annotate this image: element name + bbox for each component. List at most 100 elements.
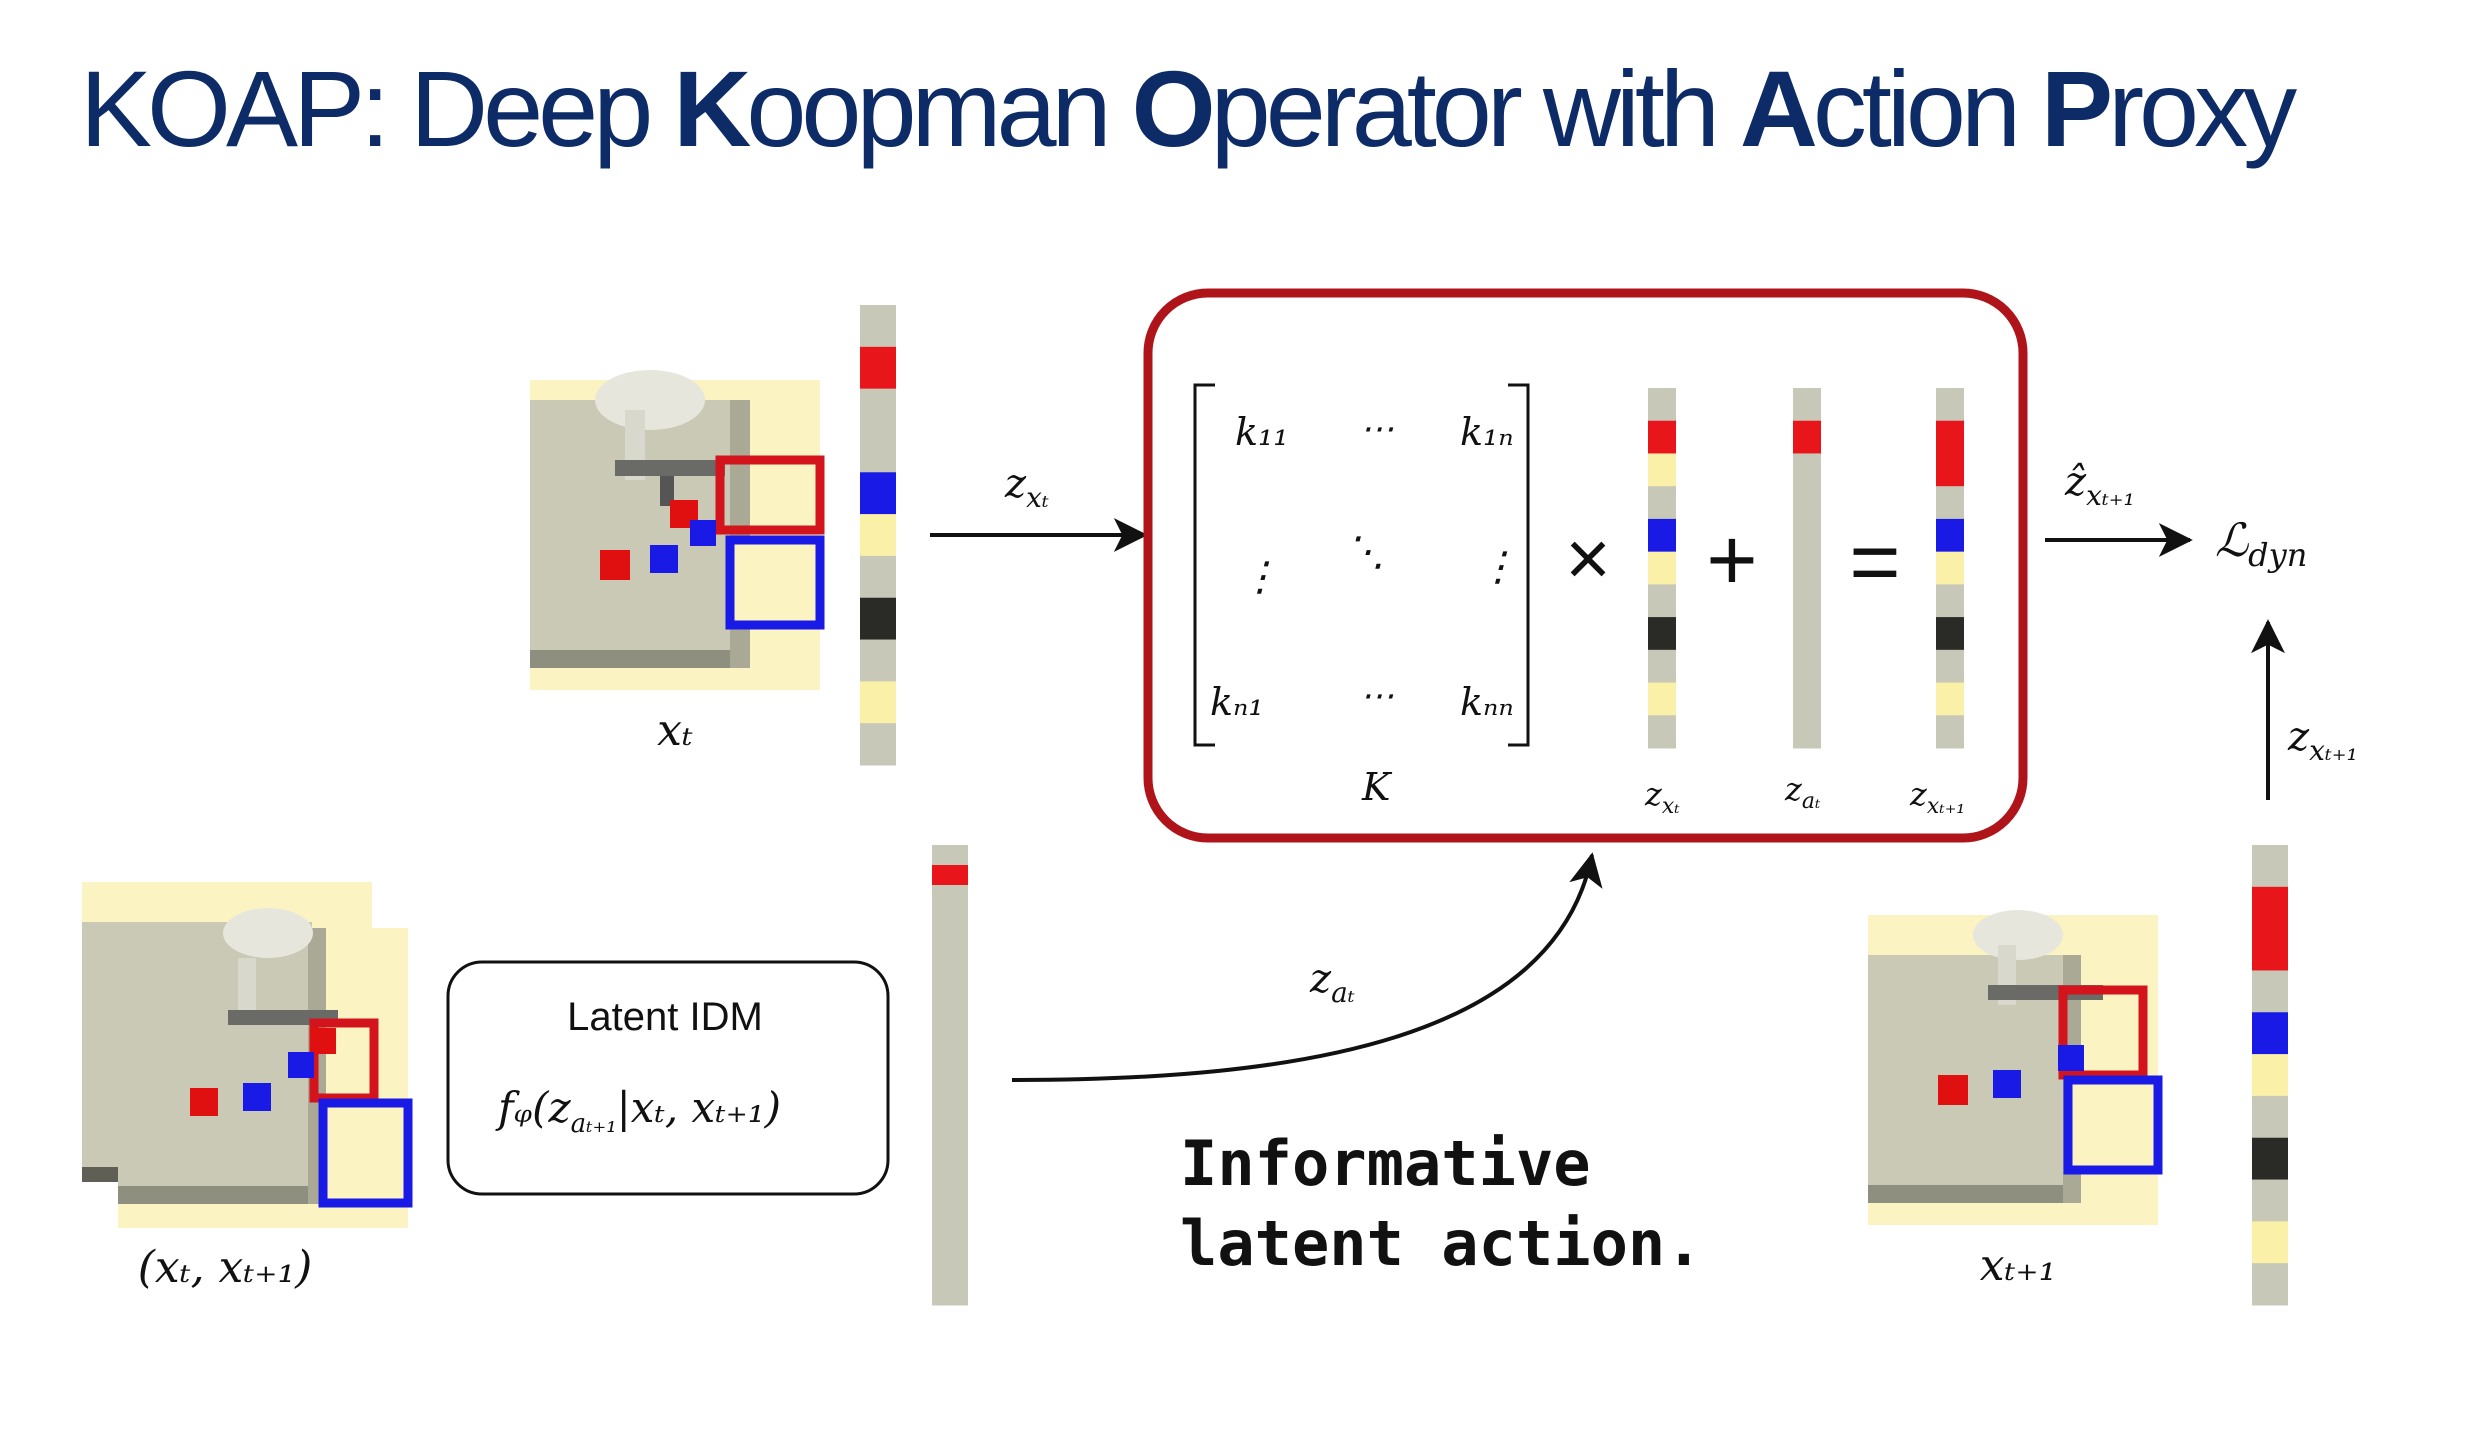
vec-zxt1-cell-3 bbox=[2252, 970, 2288, 1013]
label-xt: xₜ bbox=[657, 705, 693, 756]
title-segment-8: roxy bbox=[2108, 48, 2297, 169]
latent-idm-box bbox=[446, 960, 890, 1196]
latent-vector-zxt1 bbox=[2252, 845, 2288, 1306]
vec-zxt-cell-0 bbox=[860, 305, 896, 348]
vec-zxt1-cell-6 bbox=[2252, 1095, 2288, 1139]
box-vec-zxt-cell-8 bbox=[1648, 649, 1676, 684]
box-vec-zxt-cell-5 bbox=[1648, 551, 1676, 585]
box-vec-zxt1-cell-1 bbox=[1936, 420, 1964, 454]
vec-zat-cell-3 bbox=[932, 905, 968, 926]
box-vec-zxt1-cell-5 bbox=[1936, 551, 1964, 585]
title-segment-1: K bbox=[673, 48, 751, 169]
box-vec-zxt1-cell-2 bbox=[1936, 453, 1964, 487]
scene-image-pair bbox=[82, 882, 413, 1228]
vec-zxt1-cell-0 bbox=[2252, 845, 2288, 888]
title-segment-0: KOAP: Deep bbox=[80, 48, 674, 169]
box-vec-zxt1-cell-0 bbox=[1936, 388, 1964, 422]
title-segment-6: ction bbox=[1812, 48, 2042, 169]
matrix-kn1: kₙ₁ bbox=[1210, 680, 1264, 724]
vec-zxt1-cell-7 bbox=[2252, 1137, 2288, 1181]
vec-zxt1-cell-2 bbox=[2252, 928, 2288, 971]
box-vector-zxt1-label: zxₜ₊₁ bbox=[1909, 775, 1965, 819]
box-vec-zat-cell-0 bbox=[1793, 388, 1821, 422]
latent-vector-zat bbox=[932, 845, 968, 1306]
box-vec-zxt-cell-3 bbox=[1648, 486, 1676, 520]
matrix-ddots: ⋱ bbox=[1345, 529, 1385, 575]
latent-vector-zxt bbox=[860, 305, 896, 766]
box-vec-zxt-cell-10 bbox=[1648, 715, 1676, 749]
vec-zat-cell-11 bbox=[932, 1065, 968, 1086]
vec-zat-cell-12 bbox=[932, 1085, 968, 1106]
caption-line-2: latent action. bbox=[1180, 1207, 1703, 1280]
vec-zat-cell-20 bbox=[932, 1245, 968, 1266]
matrix-k1n: k₁ₙ bbox=[1460, 410, 1514, 454]
vec-zxt-cell-1 bbox=[860, 346, 896, 390]
vec-zat-cell-4 bbox=[932, 925, 968, 946]
vec-zxt1-cell-10 bbox=[2252, 1263, 2288, 1306]
vec-zat-cell-18 bbox=[932, 1205, 968, 1226]
box-vec-zat-cell-6 bbox=[1793, 584, 1821, 618]
zat-curve-label: zaₜ bbox=[1309, 956, 1355, 1009]
vec-zxt-cell-10 bbox=[860, 723, 896, 766]
operator-times: × bbox=[1565, 514, 1611, 602]
vec-zat-cell-19 bbox=[932, 1225, 968, 1246]
arrow-curve-zat bbox=[1011, 852, 1603, 1082]
box-vec-zat-cell-1 bbox=[1793, 420, 1821, 454]
vec-zat-cell-10 bbox=[932, 1045, 968, 1066]
vec-zxt-cell-5 bbox=[860, 514, 896, 557]
box-vector-zxt-label: zxₜ bbox=[1644, 775, 1680, 819]
vec-zat-cell-9 bbox=[932, 1025, 968, 1046]
box-vec-zxt1-cell-4 bbox=[1936, 518, 1964, 553]
box-vec-zat-cell-8 bbox=[1793, 649, 1821, 684]
vec-zat-cell-22 bbox=[932, 1285, 968, 1306]
operator-plus: + bbox=[1706, 510, 1757, 609]
vec-zat-cell-0 bbox=[932, 845, 968, 866]
box-vec-zxt1-cell-9 bbox=[1936, 682, 1964, 716]
box-vec-zat-cell-10 bbox=[1793, 715, 1821, 749]
vec-zat-cell-21 bbox=[932, 1265, 968, 1286]
vec-zxt-cell-3 bbox=[860, 430, 896, 473]
vec-zxt1-cell-8 bbox=[2252, 1179, 2288, 1222]
box-vec-zxt1-cell-7 bbox=[1936, 617, 1964, 651]
box-vec-zat-cell-2 bbox=[1793, 453, 1821, 487]
vec-zxt-cell-8 bbox=[860, 639, 896, 682]
slide-title: KOAP: Deep Koopman Operator with Action … bbox=[80, 48, 2297, 169]
vec-zat-cell-7 bbox=[932, 985, 968, 1006]
vec-zat-cell-17 bbox=[932, 1185, 968, 1206]
vec-zat-cell-8 bbox=[932, 1005, 968, 1026]
arrow-zxt-label: zxₜ bbox=[1004, 461, 1049, 514]
vec-zat-cell-14 bbox=[932, 1125, 968, 1146]
matrix-k11: k₁₁ bbox=[1235, 410, 1289, 454]
box-vector-zat-label: zaₜ bbox=[1784, 770, 1821, 814]
vec-zxt-cell-9 bbox=[860, 681, 896, 724]
box-vec-zxt-cell-9 bbox=[1648, 682, 1676, 716]
box-vec-zxt1-cell-3 bbox=[1936, 486, 1964, 520]
title-segment-3: O bbox=[1131, 48, 1216, 169]
box-vec-zxt1-cell-10 bbox=[1936, 715, 1964, 749]
scene-image-xt bbox=[530, 370, 825, 690]
caption-line-1: Informative bbox=[1180, 1127, 1591, 1200]
operator-equals: = bbox=[1849, 512, 1900, 611]
vec-zat-cell-16 bbox=[932, 1165, 968, 1186]
vec-zxt-cell-2 bbox=[860, 388, 896, 431]
box-vector-zxt1 bbox=[1936, 388, 1964, 749]
box-vec-zat-cell-7 bbox=[1793, 617, 1821, 651]
title-segment-4: perator with bbox=[1210, 48, 1740, 169]
box-vec-zxt-cell-0 bbox=[1648, 388, 1676, 422]
vec-zxt-cell-6 bbox=[860, 555, 896, 599]
vec-zxt1-cell-1 bbox=[2252, 886, 2288, 930]
box-vec-zxt-cell-7 bbox=[1648, 617, 1676, 651]
matrix-hdots-bottom: ⋯ bbox=[1360, 676, 1394, 716]
title-segment-7: P bbox=[2041, 48, 2113, 169]
matrix-hdots-top: ⋯ bbox=[1360, 409, 1394, 449]
matrix-knn: kₙₙ bbox=[1460, 680, 1514, 724]
zhat-label: ẑxₜ₊₁ bbox=[2064, 459, 2135, 512]
latent-idm-title: Latent IDM bbox=[567, 995, 763, 1039]
box-vec-zat-cell-3 bbox=[1793, 486, 1821, 520]
box-vec-zat-cell-5 bbox=[1793, 551, 1821, 585]
loss-label: ℒdyn bbox=[2215, 513, 2307, 574]
vec-zat-cell-2 bbox=[932, 885, 968, 906]
box-vector-zxt bbox=[1648, 388, 1676, 749]
